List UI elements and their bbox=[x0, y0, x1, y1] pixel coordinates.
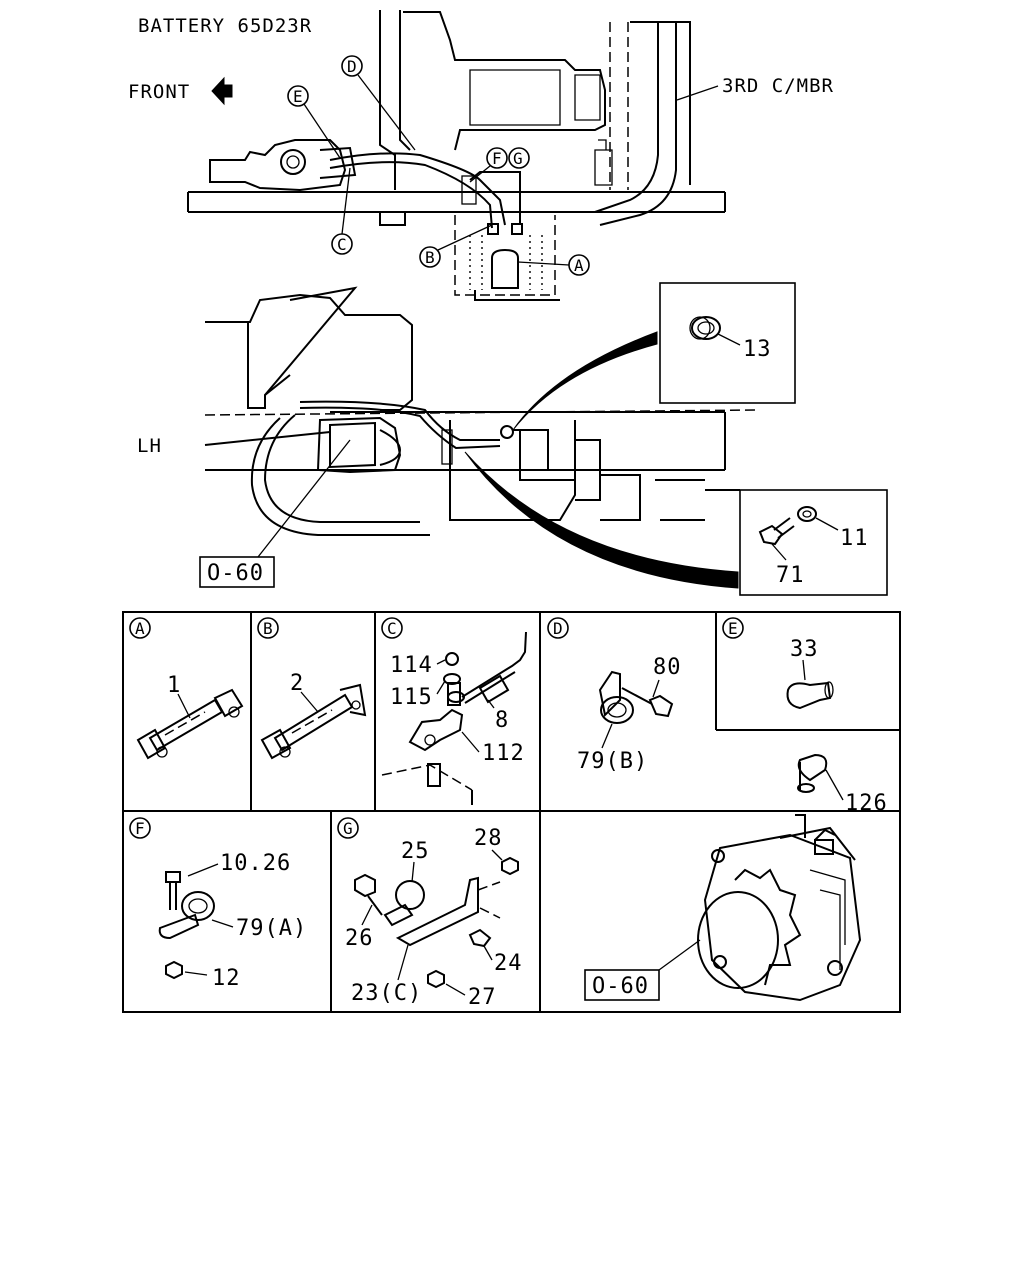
part-115-label: 115 bbox=[390, 685, 433, 710]
part-23c-label: 23(C) bbox=[351, 981, 422, 1006]
front-label: FRONT bbox=[128, 81, 190, 103]
part-26-label: 26 bbox=[345, 926, 374, 951]
panel-e: E 33 bbox=[722, 617, 834, 710]
svg-text:E: E bbox=[728, 619, 738, 638]
part-1026-label: 10.26 bbox=[220, 851, 291, 876]
part-12-label: 12 bbox=[212, 966, 241, 991]
part-8-label: 8 bbox=[495, 708, 509, 733]
part-13-label: 13 bbox=[743, 337, 772, 362]
callout-e: E bbox=[287, 85, 341, 159]
callout-c: C bbox=[331, 167, 353, 255]
callout-f: F bbox=[469, 147, 508, 183]
ref-box-alternator: O-60 bbox=[584, 939, 701, 1001]
panel-d: D 80 79(B) bbox=[547, 617, 682, 774]
panel-a: A 1 bbox=[129, 617, 244, 760]
ref-box-main: O-60 bbox=[199, 439, 351, 588]
part-79b-label: 79(B) bbox=[577, 749, 648, 774]
svg-text:F: F bbox=[135, 819, 145, 838]
svg-text:C: C bbox=[387, 619, 397, 638]
part-33-label: 33 bbox=[790, 637, 819, 662]
callout-g: G bbox=[508, 147, 530, 169]
svg-text:F: F bbox=[492, 149, 502, 168]
part-71-label: 71 bbox=[776, 563, 805, 588]
panel-g: G 25 28 26 24 27 23(C) bbox=[337, 817, 523, 1010]
mbr-label: 3RD C/MBR bbox=[722, 75, 834, 97]
detail-box-11-71: 11 71 bbox=[739, 489, 888, 596]
battery-title: BATTERY 65D23R bbox=[138, 15, 312, 37]
part-112-label: 112 bbox=[482, 741, 525, 766]
callout-d: D bbox=[341, 55, 416, 151]
part-80-label: 80 bbox=[653, 655, 682, 680]
side-view: LH O-60 bbox=[137, 286, 761, 589]
part-25-label: 25 bbox=[401, 839, 430, 864]
svg-text:O-60: O-60 bbox=[207, 561, 264, 586]
part-1-label: 1 bbox=[167, 673, 181, 698]
detail-box-13: 13 bbox=[659, 282, 796, 404]
svg-text:B: B bbox=[263, 619, 273, 638]
svg-text:G: G bbox=[343, 819, 353, 838]
part-11-label: 11 bbox=[840, 526, 869, 551]
svg-text:B: B bbox=[425, 248, 435, 267]
callout-b: B bbox=[419, 224, 493, 268]
callout-a: A bbox=[517, 254, 590, 276]
panel-c: C 114 115 8 112 bbox=[381, 617, 527, 805]
svg-text:O-60: O-60 bbox=[592, 974, 649, 999]
part-2-label: 2 bbox=[290, 671, 304, 696]
side-label: LH bbox=[137, 435, 162, 457]
svg-text:D: D bbox=[553, 619, 563, 638]
svg-text:A: A bbox=[135, 619, 145, 638]
part-28-label: 28 bbox=[474, 826, 503, 851]
svg-text:D: D bbox=[347, 57, 357, 76]
panel-b: B 2 bbox=[257, 617, 367, 760]
part-126-label: 126 bbox=[845, 791, 888, 816]
panel-grid bbox=[122, 611, 901, 1013]
svg-text:G: G bbox=[513, 149, 523, 168]
front-arrow-icon bbox=[211, 76, 233, 106]
top-view: BATTERY 65D23R FRONT 3RD C/MBR bbox=[128, 10, 834, 301]
panel-f: F 10.26 79(A) 12 bbox=[129, 817, 307, 991]
svg-text:E: E bbox=[293, 87, 303, 106]
panel-alternator: 126 O-60 bbox=[584, 753, 888, 1002]
part-79a-label: 79(A) bbox=[236, 916, 307, 941]
svg-text:A: A bbox=[574, 256, 584, 275]
svg-text:C: C bbox=[337, 235, 347, 254]
part-114-label: 114 bbox=[390, 653, 433, 678]
leader-wedge-11 bbox=[464, 451, 739, 589]
part-27-label: 27 bbox=[468, 985, 497, 1010]
leader-wedge-13 bbox=[512, 331, 658, 431]
part-24-label: 24 bbox=[494, 951, 523, 976]
